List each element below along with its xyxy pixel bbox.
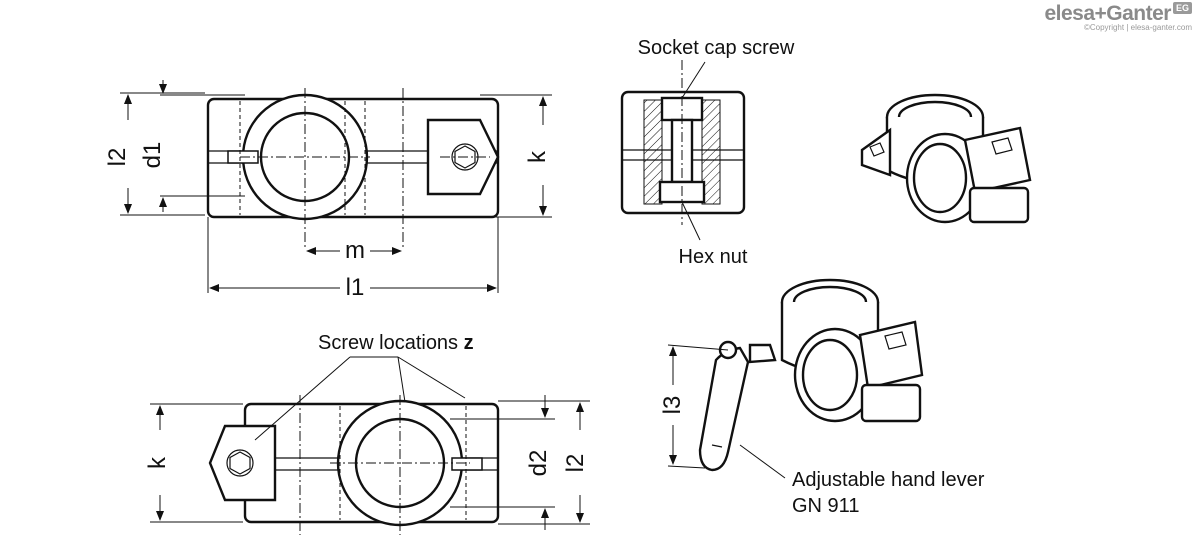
dim-label-l2-top: l2 xyxy=(104,148,131,167)
hex-socket-icon-bottom xyxy=(229,451,251,475)
hex-socket-icon xyxy=(454,145,476,169)
dim-label-k-bottom: k xyxy=(144,456,171,469)
screw-lug-bottom xyxy=(208,424,277,502)
top-view: l2 d1 k m l1 xyxy=(104,80,552,301)
dim-label-l2-bottom: l2 xyxy=(562,454,589,473)
label-hex-nut: Hex nut xyxy=(679,246,748,268)
dim-label-l3: l3 xyxy=(659,396,686,415)
dim-label-l1: l1 xyxy=(346,274,365,301)
dim-label-d1: d1 xyxy=(139,142,166,169)
brand-copyright: ©Copyright | elesa-ganter.com xyxy=(1083,23,1192,32)
isometric-view-lever: l3 Adjustable hand lever GN 911 xyxy=(659,278,985,517)
dim-label-m: m xyxy=(345,237,365,264)
label-hand-lever-code: GN 911 xyxy=(792,495,859,517)
front-view-bottom: Screw locations z k d2 l2 xyxy=(144,332,590,535)
label-hand-lever: Adjustable hand lever xyxy=(792,469,985,491)
brand-logo: elesa+Ganter xyxy=(1044,2,1171,25)
dim-label-d2: d2 xyxy=(525,450,552,477)
isometric-view-top xyxy=(860,93,1032,224)
section-view: Socket cap screw Hex nut xyxy=(620,37,795,268)
dim-label-k-top: k xyxy=(524,150,551,163)
label-screw-locations: Screw locations z xyxy=(318,332,474,354)
label-socket-cap-screw: Socket cap screw xyxy=(638,37,795,59)
hand-lever xyxy=(698,346,750,472)
brand-badge: EG xyxy=(1172,2,1192,14)
